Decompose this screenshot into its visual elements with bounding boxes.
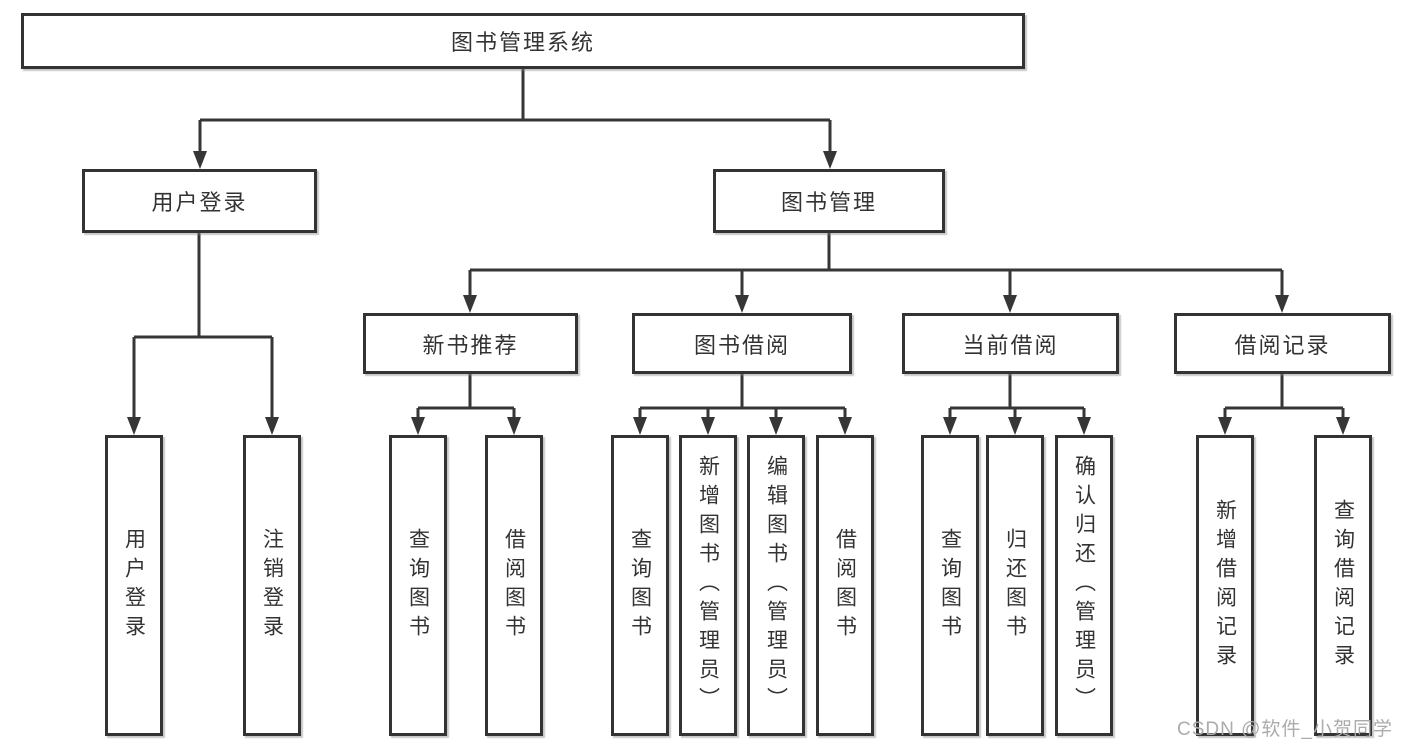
node-book-borrow: 图书借阅: [632, 313, 852, 374]
leaf-records-query-record: 查询借阅记录: [1314, 435, 1372, 736]
node-user-login: 用户登录: [82, 169, 317, 233]
leaf-logout-label: 注销登录: [260, 527, 284, 644]
node-current-borrow: 当前借阅: [902, 313, 1119, 374]
leaf-current-query-books-label: 查询图书: [938, 527, 962, 644]
node-root-label: 图书管理系统: [450, 30, 595, 55]
leaf-borrow-edit-books-admin: 编辑图书（管理员）: [747, 435, 805, 736]
leaf-borrow-edit-books-admin-label: 编辑图书（管理员）: [764, 455, 788, 716]
leaf-recommend-query-books: 查询图书: [389, 435, 447, 736]
leaf-logout: 注销登录: [243, 435, 301, 736]
leaf-borrow-query-books-label: 查询图书: [628, 527, 652, 644]
node-book-management: 图书管理: [713, 169, 945, 233]
leaf-user-login-label: 用户登录: [122, 527, 146, 644]
leaf-user-login: 用户登录: [105, 435, 163, 736]
leaf-recommend-query-books-label: 查询图书: [406, 527, 430, 644]
leaf-recommend-borrow-books-label: 借阅图书: [502, 527, 526, 644]
node-root: 图书管理系统: [21, 13, 1025, 69]
leaf-borrow-add-books-admin: 新增图书（管理员）: [679, 435, 737, 736]
node-book-borrow-label: 图书借阅: [693, 332, 790, 358]
leaf-borrow-borrow-books: 借阅图书: [816, 435, 874, 736]
leaf-current-confirm-return-admin: 确认归还（管理员）: [1055, 435, 1113, 736]
leaf-records-add-record-label: 新增借阅记录: [1213, 498, 1237, 673]
node-new-book-recommend: 新书推荐: [363, 313, 578, 374]
node-current-borrow-label: 当前借阅: [962, 332, 1059, 358]
leaf-current-return-books-label: 归还图书: [1003, 527, 1027, 644]
arrowheads: [127, 151, 1350, 435]
watermark: CSDN @软件_小贺同学: [1177, 719, 1393, 740]
node-book-management-label: 图书管理: [780, 190, 877, 215]
node-user-login-label: 用户登录: [151, 190, 248, 215]
leaf-recommend-borrow-books: 借阅图书: [485, 435, 543, 736]
leaf-current-return-books: 归还图书: [986, 435, 1044, 736]
leaf-records-add-record: 新增借阅记录: [1196, 435, 1254, 736]
leaf-records-query-record-label: 查询借阅记录: [1331, 498, 1355, 673]
leaf-current-query-books: 查询图书: [921, 435, 979, 736]
leaf-borrow-borrow-books-label: 借阅图书: [833, 527, 857, 644]
leaf-current-confirm-return-admin-label: 确认归还（管理员）: [1072, 455, 1096, 716]
node-borrow-records-label: 借阅记录: [1234, 332, 1331, 358]
leaf-borrow-query-books: 查询图书: [611, 435, 669, 736]
node-new-book-recommend-label: 新书推荐: [422, 332, 519, 358]
node-borrow-records: 借阅记录: [1174, 313, 1391, 374]
leaf-borrow-add-books-admin-label: 新增图书（管理员）: [696, 455, 720, 716]
